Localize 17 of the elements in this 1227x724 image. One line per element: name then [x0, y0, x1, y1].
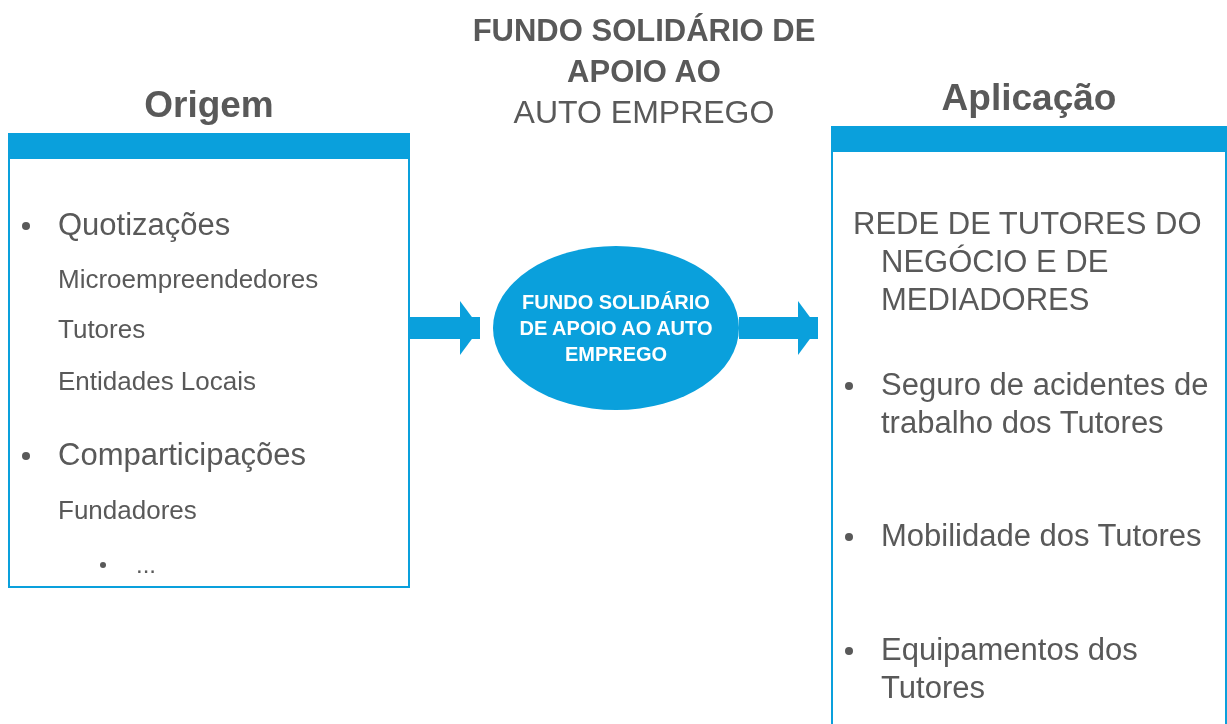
- panel-heading: Origem: [143, 83, 275, 127]
- list-item-text: Tutores: [58, 314, 147, 344]
- list-item-text: Seguro de acidentes de trabalho dos Tutores: [881, 366, 1210, 442]
- list-item-text: Equipamentos dos Tutores: [881, 631, 1139, 707]
- list-item-text: Quotizações: [58, 206, 232, 244]
- panel-heading: Aplicação: [940, 76, 1118, 120]
- block-arrow: [739, 301, 818, 355]
- list-item-text: ...: [136, 550, 157, 580]
- list-item-text: REDE DE TUTORES DO NEGÓCIO E DE MEDIADORES: [853, 205, 1203, 319]
- diagram-title: FUNDO SOLIDÁRIO DE APOIO AO AUTO EMPREGO: [471, 12, 817, 132]
- list-item-text: Entidades Locais: [58, 366, 258, 396]
- list-item-text: Mobilidade dos Tutores: [881, 517, 1203, 555]
- ellipse-label: FUNDO SOLIDÁRIO DE APOIO AO AUTO EMPREGO: [518, 290, 714, 367]
- list-item-text: Fundadores: [58, 495, 198, 525]
- list-item-text: Microempreendedores: [58, 264, 320, 294]
- list-item-text: Comparticipações: [58, 436, 308, 474]
- block-arrow: [410, 301, 480, 355]
